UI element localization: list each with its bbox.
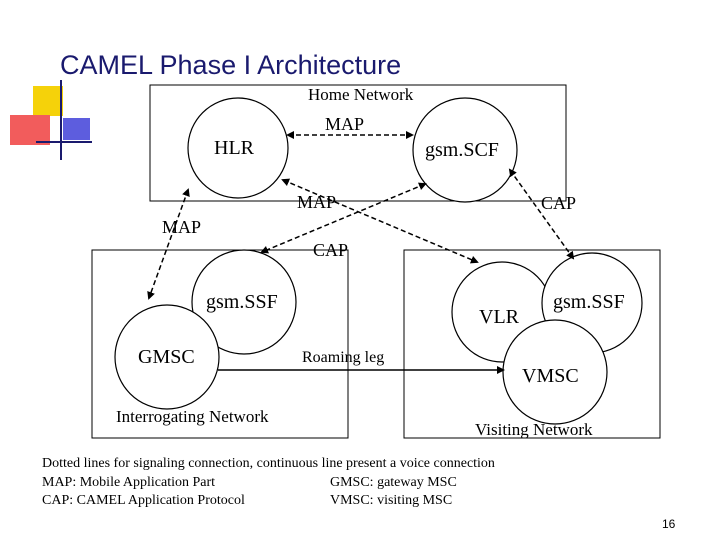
home-network-label: Home Network [308,85,414,104]
gmsc-circle [114,304,220,410]
map-left-label: MAP [162,217,202,237]
cap-link-gsmscf-gsmssf-left [260,182,427,254]
visiting-network-label: Visiting Network [475,420,593,439]
cap-link-gsmscf-gsmssf-right [508,168,575,260]
cap-right-label: CAP [541,193,577,213]
deco-yellow-square [33,86,63,116]
map-center-label: MAP [297,192,337,212]
interrogating-network-box [91,249,349,439]
cap-center-label: CAP [313,240,349,260]
map-top-label: MAP [325,114,365,134]
gsmscf-label: gsm.SCF [425,139,499,161]
legend-line: Dotted lines for signaling connection, c… [42,456,495,471]
hlr-circle [187,97,289,199]
gsmssf-left-circle [191,249,297,355]
interrogating-network-label: Interrogating Network [116,407,269,426]
deco-blue-square [63,118,90,140]
legend-gmsc-abbr: GMSC: gateway MSC [330,475,457,490]
vmsc-label: VMSC [522,365,579,387]
legend-map-abbr: MAP: Mobile Application Part [42,475,216,490]
map-link-hlr-gmsc [147,188,190,300]
page-number: 16 [662,517,676,531]
gmsc-label: GMSC [138,346,195,368]
gsmssf-right-label: gsm.SSF [553,291,625,313]
roaming-leg-label: Roaming leg [302,349,385,366]
slide-title: CAMEL Phase I Architecture [60,50,402,80]
legend-cap-abbr: CAP: CAMEL Application Protocol [42,493,245,508]
hlr-label: HLR [214,137,254,159]
gsmssf-left-label: gsm.SSF [206,291,278,313]
vlr-label: VLR [479,306,519,328]
legend-vmsc-abbr: VMSC: visiting MSC [330,493,453,508]
deco-red-square [10,115,50,145]
